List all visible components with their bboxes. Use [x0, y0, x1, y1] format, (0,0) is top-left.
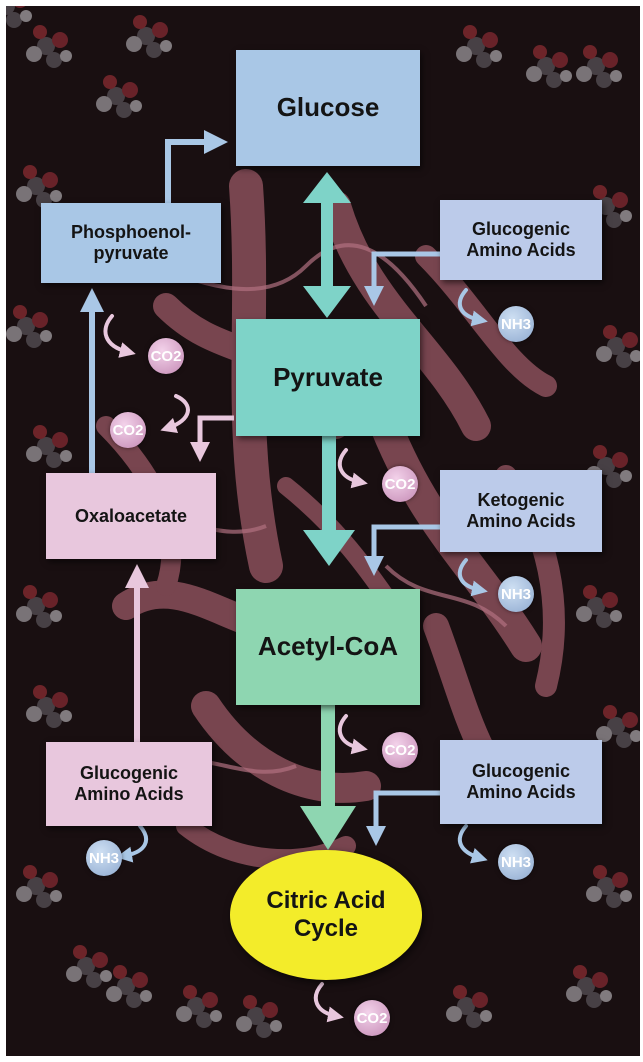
- co2-molecule-oxaloacetate: CO2: [110, 412, 146, 448]
- co2-label: CO2: [113, 422, 144, 439]
- nh3-label: NH3: [501, 316, 531, 333]
- curve-co2-pyruvate-oxaloacetate: [168, 396, 188, 428]
- curve-co2-pep: [105, 316, 128, 352]
- co2-molecule-citric-acid-cycle: CO2: [354, 1000, 390, 1036]
- co2-molecule-acetyl-coa: CO2: [382, 732, 418, 768]
- glucogenic-aa-to-citric-acid-cycle-arrow: [376, 793, 440, 836]
- ketogenic-amino-acids-box: Ketogenic Amino Acids: [440, 470, 602, 552]
- pep-to-glucose-arrow: [168, 142, 216, 203]
- curve-co2-acetyl-citric: [340, 716, 360, 748]
- curve-nh3-top: [460, 290, 480, 320]
- glucogenic-amino-acids-bottom-left-box: Glucogenic Amino Acids: [46, 742, 212, 826]
- curve-nh3-bottom-left: [124, 826, 146, 856]
- phosphoenolpyruvate-label: Phosphoenol- pyruvate: [66, 222, 196, 263]
- nh3-label: NH3: [89, 850, 119, 867]
- ketogenic-aa-to-acetyl-coa-arrow: [374, 527, 440, 566]
- glucogenic-amino-acids-top-label: Glucogenic Amino Acids: [456, 219, 586, 260]
- acetyl-coa-box: Acetyl-CoA: [236, 589, 420, 705]
- glucose-label: Glucose: [277, 93, 380, 123]
- co2-label: CO2: [385, 476, 416, 493]
- glucogenic-amino-acids-top-box: Glucogenic Amino Acids: [440, 200, 602, 280]
- citric-acid-cycle-label: Citric Acid Cycle: [261, 887, 391, 942]
- nh3-molecule-ketogenic: NH3: [498, 576, 534, 612]
- oxaloacetate-label: Oxaloacetate: [75, 506, 187, 527]
- pyruvate-to-oxaloacetate-arrow: [200, 418, 234, 452]
- phosphoenolpyruvate-box: Phosphoenol- pyruvate: [41, 203, 221, 283]
- nh3-molecule-top: NH3: [498, 306, 534, 342]
- glucogenic-amino-acids-bottom-right-label: Glucogenic Amino Acids: [456, 761, 586, 802]
- ketogenic-amino-acids-label: Ketogenic Amino Acids: [456, 490, 586, 531]
- glucogenic-aa-to-pyruvate-arrow: [374, 254, 440, 296]
- pyruvate-box: Pyruvate: [236, 319, 420, 436]
- curve-nh3-ketogenic: [460, 560, 480, 590]
- curve-co2-pyruvate-acetyl: [340, 450, 360, 482]
- nh3-label: NH3: [501, 586, 531, 603]
- curve-nh3-bottom-right: [460, 826, 480, 858]
- co2-molecule-pep: CO2: [148, 338, 184, 374]
- citric-acid-cycle-node: Citric Acid Cycle: [230, 850, 422, 980]
- curve-co2-citric: [316, 984, 336, 1016]
- co2-label: CO2: [151, 348, 182, 365]
- glucogenic-amino-acids-bottom-left-label: Glucogenic Amino Acids: [64, 763, 194, 804]
- glucose-pyruvate-double-arrow: [303, 172, 351, 318]
- nh3-molecule-bottom-right: NH3: [498, 844, 534, 880]
- co2-label: CO2: [357, 1010, 388, 1027]
- glucose-box: Glucose: [236, 50, 420, 166]
- co2-molecule-pyruvate: CO2: [382, 466, 418, 502]
- acetyl-coa-to-citric-acid-cycle-arrow: [300, 705, 356, 850]
- oxaloacetate-box: Oxaloacetate: [46, 473, 216, 559]
- co2-label: CO2: [385, 742, 416, 759]
- nh3-label: NH3: [501, 854, 531, 871]
- nh3-molecule-bottom-left: NH3: [86, 840, 122, 876]
- glucogenic-amino-acids-bottom-right-box: Glucogenic Amino Acids: [440, 740, 602, 824]
- acetyl-coa-label: Acetyl-CoA: [258, 632, 398, 662]
- pyruvate-label: Pyruvate: [273, 363, 383, 393]
- pyruvate-to-acetyl-coa-arrow: [303, 436, 355, 566]
